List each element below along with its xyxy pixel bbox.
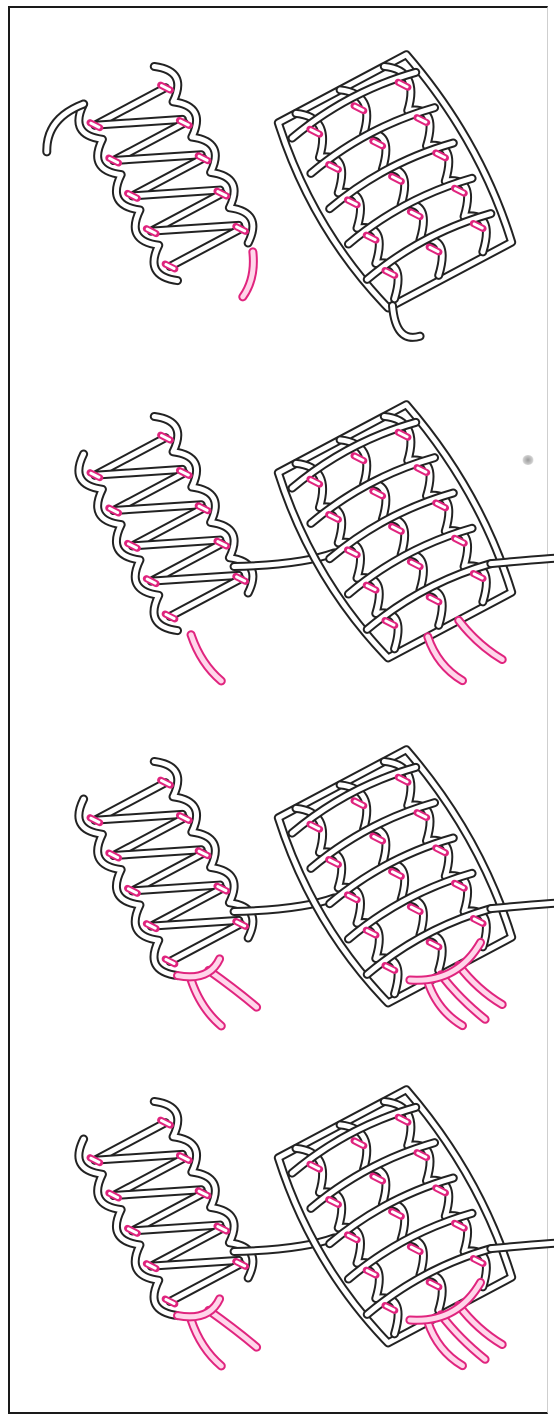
lacing-drawing <box>290 1085 520 1345</box>
scan-speck <box>522 455 534 465</box>
single-lace-step-2 <box>60 400 290 660</box>
double-lace-step-3 <box>290 745 520 1005</box>
lacing-drawing <box>60 1085 290 1345</box>
rung <box>170 579 241 617</box>
lacing-drawing <box>290 745 520 1005</box>
single-lace-step-1 <box>60 50 290 310</box>
rung <box>170 229 241 267</box>
single-lace-step-4 <box>60 1085 290 1345</box>
double-lace-step-4 <box>290 1085 520 1345</box>
lacing-drawing <box>290 400 520 660</box>
double-lace-step-1 <box>290 50 520 310</box>
lacing-drawing <box>60 400 290 660</box>
lacing-drawing <box>290 50 520 310</box>
lacing-drawing <box>60 50 290 310</box>
rung <box>170 1264 241 1302</box>
single-lace-step-3 <box>60 745 290 1005</box>
double-lace-step-2 <box>290 400 520 660</box>
rung <box>170 924 241 962</box>
lacing-drawing <box>60 745 290 1005</box>
lace-tail-end <box>226 252 269 297</box>
